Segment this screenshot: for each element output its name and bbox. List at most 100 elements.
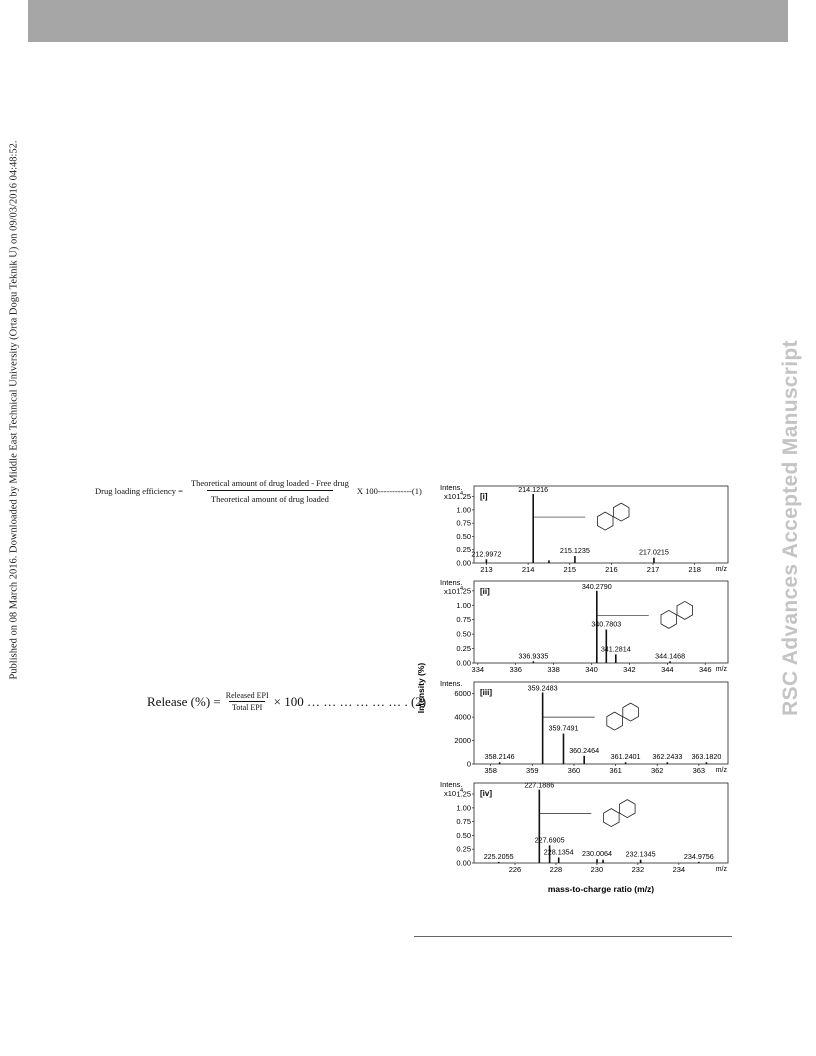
peak-label: 228.1354 xyxy=(544,847,574,856)
equation1-fraction: Theoretical amount of drug loaded - Free… xyxy=(187,478,353,504)
scale-label: x10 xyxy=(444,789,456,798)
y-tick-label: 0.50 xyxy=(456,532,471,541)
y-tick-label: 4000 xyxy=(454,713,471,722)
panel-tag: [i] xyxy=(480,492,488,501)
x-tick-label: 362 xyxy=(651,766,664,775)
x-tick-label: 214 xyxy=(522,565,535,574)
publication-info: Published on 08 March 2016. Downloaded b… xyxy=(8,140,20,680)
x-tick-label: 213 xyxy=(480,565,493,574)
y-tick-label: 0.25 xyxy=(456,845,471,854)
peak-label: 359.2483 xyxy=(528,684,558,693)
equation1-number: (1) xyxy=(411,486,422,496)
peak-label: 359.7491 xyxy=(548,724,578,733)
x-tick-label: 340 xyxy=(585,665,598,674)
accepted-manuscript-watermark: RSC Advances Accepted Manuscript xyxy=(779,340,802,716)
x-tick-label: 228 xyxy=(550,865,563,874)
spectrum-frame xyxy=(473,681,729,765)
molecule-ring-icon xyxy=(619,799,636,819)
x-tick-label: 360 xyxy=(568,766,581,775)
x-tick-label: 334 xyxy=(472,665,485,674)
x-tick-label: 230 xyxy=(591,865,604,874)
y-tick-label: 0.25 xyxy=(456,644,471,653)
y-tick-label: 0.75 xyxy=(456,817,471,826)
y-tick-label: 0.75 xyxy=(456,519,471,528)
y-tick-label: 0.50 xyxy=(456,630,471,639)
molecule-ring-icon xyxy=(606,711,623,731)
intens-label: Intens. xyxy=(440,679,463,688)
y-tick-label: 1.00 xyxy=(456,803,471,812)
peak-label: 227.1886 xyxy=(524,781,554,790)
equation2-denominator: Total EPI xyxy=(229,701,266,712)
peak-label: 358.2146 xyxy=(485,752,515,761)
mz-label: m/z xyxy=(716,866,728,873)
scale-exponent: 4 xyxy=(460,788,463,794)
peak-label: 227.6905 xyxy=(535,835,565,844)
equation1-lhs: Drug loading efficiency = xyxy=(95,486,183,496)
x-tick-label: 216 xyxy=(605,565,618,574)
scale-exponent: 4 xyxy=(460,491,463,497)
peak-label: 363.1820 xyxy=(691,752,721,761)
x-tick-label: 226 xyxy=(509,865,522,874)
peak-label: 212.9972 xyxy=(471,549,501,558)
peak-label: 341.2814 xyxy=(601,644,631,653)
y-axis-label: Intensity (%) xyxy=(416,663,426,714)
header-bar xyxy=(28,0,788,42)
x-tick-label: 215 xyxy=(564,565,577,574)
equation2-fraction: Released EPI Total EPI xyxy=(223,691,272,712)
molecule-ring-icon xyxy=(603,808,620,828)
x-tick-label: 234 xyxy=(673,865,686,874)
y-tick-label: 1.00 xyxy=(456,601,471,610)
scale-label: x10 xyxy=(444,587,456,596)
equation1-dash: ------------ xyxy=(377,486,412,496)
peak-label: 217.0215 xyxy=(639,548,669,557)
y-tick-label: 0 xyxy=(467,760,471,769)
panel-tag: [iv] xyxy=(480,789,492,798)
intens-label: Intens. xyxy=(440,483,463,492)
equation2-lhs: Release (%) = xyxy=(147,693,221,709)
peak-label: 230.0064 xyxy=(582,849,612,858)
spectrum-frame xyxy=(473,782,729,864)
equation2-numerator: Released EPI xyxy=(225,691,269,700)
mz-label: m/z xyxy=(716,566,728,573)
spectrum-frame xyxy=(473,485,729,564)
molecule-ring-icon xyxy=(622,702,639,722)
peak-label: 340.7803 xyxy=(591,620,621,629)
mz-label: m/z xyxy=(716,767,728,774)
intens-label: Intens. xyxy=(440,578,463,587)
peak-label: 225.2055 xyxy=(484,852,514,861)
y-tick-label: 6000 xyxy=(454,689,471,698)
x-axis-label: mass-to-charge ratio (m/z) xyxy=(548,884,654,894)
equation1-denominator: Theoretical amount of drug loaded xyxy=(206,490,333,504)
equation-release: Release (%) = Released EPI Total EPI × 1… xyxy=(147,691,426,712)
molecule-ring-icon xyxy=(612,502,630,522)
x-tick-label: 359 xyxy=(526,766,539,775)
x-tick-label: 232 xyxy=(632,865,645,874)
y-tick-label: 1.25 xyxy=(456,790,471,799)
peak-label: 344.1468 xyxy=(655,651,685,660)
y-tick-label: 0.25 xyxy=(456,545,471,554)
x-tick-label: 358 xyxy=(484,766,497,775)
y-tick-label: 1.25 xyxy=(456,586,471,595)
scale-label: x10 xyxy=(444,492,456,501)
panel-tag: [iii] xyxy=(480,688,492,697)
y-tick-label: 0.00 xyxy=(456,659,471,668)
x-tick-label: 363 xyxy=(693,766,706,775)
peak-label: 336.9335 xyxy=(518,651,548,660)
y-tick-label: 0.00 xyxy=(456,859,471,868)
x-tick-label: 217 xyxy=(647,565,660,574)
peak-label: 340.2790 xyxy=(582,582,612,591)
y-tick-label: 1.00 xyxy=(456,505,471,514)
x-tick-label: 218 xyxy=(688,565,701,574)
peak-label: 232.1345 xyxy=(626,850,656,859)
equation1-numerator: Theoretical amount of drug loaded - Free… xyxy=(190,478,349,488)
peak-label: 214.1216 xyxy=(518,485,548,494)
molecule-ring-icon xyxy=(660,609,678,629)
equation1-tail: X 100 xyxy=(356,486,378,496)
x-tick-label: 338 xyxy=(547,665,560,674)
y-tick-label: 2000 xyxy=(454,736,471,745)
equation2-tail: × 100 … … … … … … . (2) xyxy=(273,693,427,709)
y-tick-label: 0.50 xyxy=(456,831,471,840)
mz-label: m/z xyxy=(716,666,728,673)
